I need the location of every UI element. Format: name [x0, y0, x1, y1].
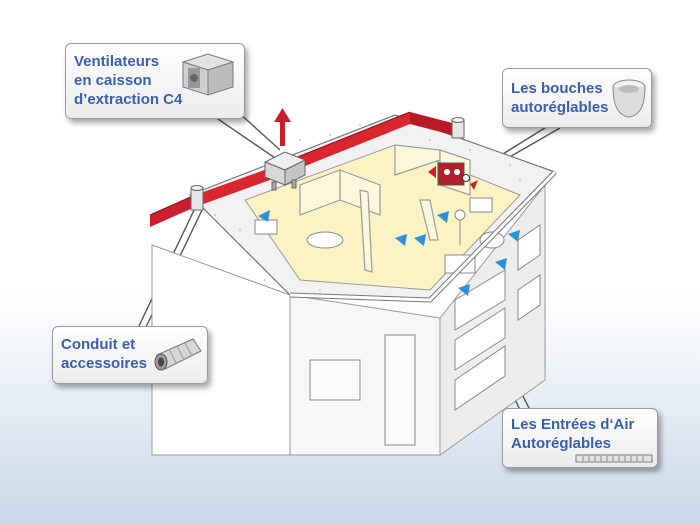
- duct-caps: [190, 117, 465, 211]
- exhaust-arrow-icon: [274, 108, 291, 146]
- vent-cap-icon: [612, 79, 646, 118]
- balconies: [309, 224, 541, 446]
- airflow-arrows: [258, 210, 520, 296]
- extraction-duct: [149, 111, 460, 227]
- callout-conduit-label: Conduit et accessoires: [61, 336, 147, 372]
- callout-ventilateurs-label: Ventilateurs en caisson d’extraction C4: [74, 53, 183, 108]
- duct-tube-icon: [154, 338, 202, 371]
- fan-box: [263, 151, 307, 191]
- exhaust-flow-arrows: [428, 166, 478, 190]
- wall-exhaust-vents: [437, 162, 470, 186]
- callout-conduit: Conduit et accessoires: [52, 326, 208, 384]
- callout-ventilateurs: Ventilateurs en caisson d’extraction C4: [65, 43, 245, 119]
- callout-bouches-label: Les bouches autoréglables: [511, 80, 609, 116]
- fan-box-icon: [181, 53, 235, 96]
- callout-entrees-label: Les Entrées d‘Air Autoréglables: [511, 416, 635, 452]
- callout-entrees: Les Entrées d‘Air Autoréglables: [502, 408, 658, 468]
- air-inlet-grille-icon: [575, 454, 653, 463]
- callout-bouches: Les bouches autoréglables: [502, 68, 652, 128]
